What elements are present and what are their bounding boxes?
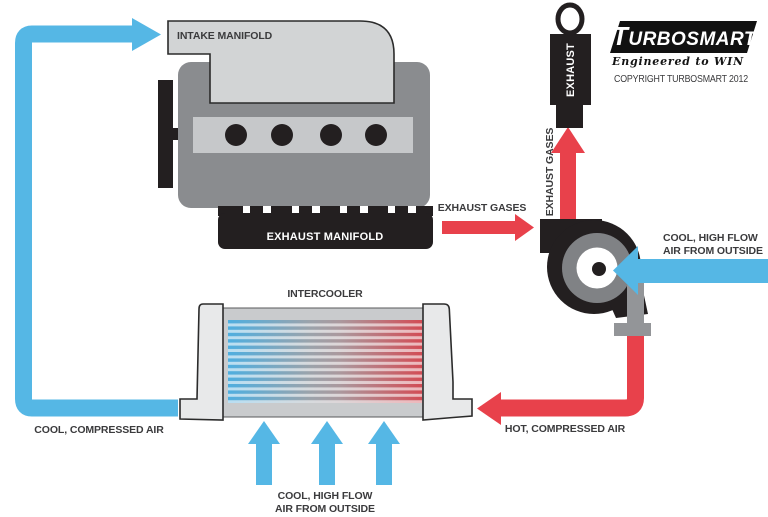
cool-compressed-air-label: COOL, COMPRESSED AIR [34, 424, 164, 436]
intake-manifold-label: INTAKE MANIFOLD [177, 30, 273, 42]
exhaust-pipe-stub [556, 105, 583, 128]
cool-intake-arrow-shaft [638, 259, 768, 283]
up-arrow-2-head [311, 421, 343, 444]
up-arrow-3-shaft [376, 442, 392, 485]
runner-tab-2 [299, 206, 312, 214]
logo-wordmark: TURBOSMART [612, 21, 757, 51]
hot-compressed-air-pipe: HOT, COMPRESSED AIR [477, 336, 644, 435]
intake-manifold [167, 20, 395, 104]
copyright-text: COPYRIGHT TURBOSMART 2012 [614, 74, 749, 85]
up-arrow-3 [368, 421, 400, 485]
exhaust-arrow-shaft [442, 221, 516, 234]
logo-banner [610, 21, 757, 53]
hot-air-arrowhead [477, 392, 501, 425]
exhaust-gases-label-horizontal: EXHAUST GASES [438, 202, 527, 214]
cool-intake-arrowhead [613, 246, 638, 295]
intercooler-right-tank [422, 303, 473, 421]
cylinder-1 [225, 124, 247, 146]
exhaust-up-arrowhead [551, 127, 585, 153]
cool-pipe-path [15, 25, 178, 417]
runner-tab-3 [347, 206, 360, 214]
intercooler-fins [228, 320, 422, 403]
branding: TURBOSMART Engineered to WIN COPYRIGHT T… [610, 21, 757, 85]
cool-air-arrowhead-into-intake [132, 18, 161, 51]
logo-tagline: Engineered to WIN [611, 55, 744, 68]
cool-outside-turbo-line2: AIR FROM OUTSIDE [663, 245, 763, 257]
cylinder-3 [320, 124, 342, 146]
intercooler: INTERCOOLER [179, 288, 473, 421]
exhaust-manifold-label: EXHAUST MANIFOLD [267, 231, 384, 243]
engine: INTAKE MANIFOLD EXHAUST MANIFOLD [158, 20, 433, 249]
turbo-outlet-pipe [627, 281, 644, 325]
turbo-outlet-flange [614, 323, 651, 336]
intercooler-left-tank [179, 303, 224, 421]
up-arrow-2-shaft [319, 442, 335, 485]
exhaust-arrowhead [515, 214, 534, 241]
muffler-label: EXHAUST [565, 43, 577, 97]
cool-outside-turbo-line1: COOL, HIGH FLOW [663, 232, 758, 244]
muffler [550, 34, 591, 105]
up-arrow-1-shaft [256, 442, 272, 485]
up-arrow-3-head [368, 421, 400, 444]
exhaust-tip [555, 2, 585, 36]
runner-tab-4 [395, 206, 408, 214]
exhaust-up-arrow-shaft [560, 148, 576, 220]
exhaust-manifold [218, 213, 433, 249]
runner-band [218, 206, 433, 216]
exhaust-outlet: EXHAUST GASES EXHAUST [544, 2, 591, 220]
hot-compressed-air-label: HOT, COMPRESSED AIR [505, 423, 626, 435]
up-arrow-1-head [248, 421, 280, 444]
logo-initial: T [612, 21, 630, 51]
compressor-hub [592, 262, 606, 276]
exhaust-gases-label-vertical: EXHAUST GASES [544, 128, 556, 217]
cool-air-into-turbo: COOL, HIGH FLOW AIR FROM OUTSIDE [613, 232, 768, 295]
cylinder-4 [365, 124, 387, 146]
cool-air-into-intercooler: COOL, HIGH FLOW AIR FROM OUTSIDE [248, 421, 400, 515]
intercooler-label: INTERCOOLER [287, 288, 363, 300]
cylinder-2 [271, 124, 293, 146]
cool-compressed-air-pipe [15, 18, 178, 417]
engine-pulley-bar [158, 80, 173, 188]
hot-pipe-path [501, 336, 644, 417]
runner-tab-1 [250, 206, 263, 214]
cool-outside-intercooler-line2: AIR FROM OUTSIDE [275, 503, 375, 515]
up-arrow-1 [248, 421, 280, 485]
exhaust-runners [218, 206, 433, 216]
up-arrow-2 [311, 421, 343, 485]
logo-rest: URBOSMART [628, 29, 757, 50]
exhaust-gases-to-turbo-arrow: EXHAUST GASES [438, 202, 534, 241]
cool-outside-intercooler-line1: COOL, HIGH FLOW [278, 490, 373, 502]
